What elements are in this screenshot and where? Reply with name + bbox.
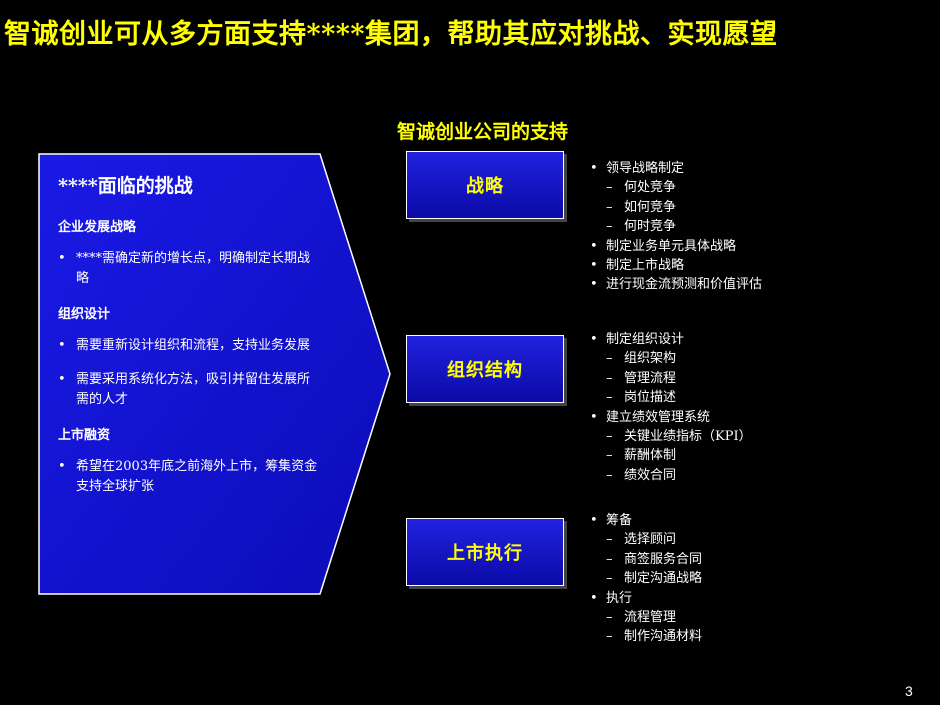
dash-icon: –	[606, 429, 613, 445]
challenge-item-text: 需要重新设计组织和流程，支持业务发展	[76, 338, 311, 353]
dash-icon: –	[606, 448, 613, 464]
support-subitem: –岗位描述	[590, 388, 752, 407]
support-list-organization: •制定组织设计–组织架构–管理流程–岗位描述•建立绩效管理系统–关键业绩指标（K…	[590, 330, 752, 485]
support-item-text: 如何竞争	[624, 199, 677, 215]
support-subitem: –制定沟通战略	[590, 569, 702, 588]
challenge-item-text: ****需确定新的增长点，明确制定长期战略	[76, 251, 311, 286]
bullet-icon: •	[590, 590, 598, 606]
dash-icon: –	[606, 351, 613, 367]
dash-icon: –	[606, 629, 613, 645]
bullet-icon: •	[58, 459, 66, 474]
support-box-strategy: 战略	[406, 151, 564, 219]
challenge-item-text: 希望在2003年底之前海外上市，筹集资金支持全球扩张	[76, 459, 318, 494]
support-subitem: –商签服务合同	[590, 550, 702, 569]
support-item: • 领导战略制定	[590, 159, 762, 178]
bullet-icon: •	[58, 338, 66, 353]
dash-icon: –	[606, 532, 613, 548]
bullet-icon: •	[58, 251, 66, 266]
support-item-text: 组织架构	[624, 351, 677, 367]
dash-icon: –	[606, 551, 613, 567]
support-item-text: 绩效合同	[624, 467, 677, 483]
bullet-icon: •	[58, 372, 66, 387]
challenge-section-heading: 企业发展战略	[58, 220, 137, 235]
support-subitem: –制作沟通材料	[590, 627, 702, 646]
support-box-ipo-execution: 上市执行	[406, 518, 564, 586]
support-subitem: –薪酬体制	[590, 446, 752, 465]
support-item: • 制定组织设计	[590, 330, 752, 349]
slide-title: 智诚创业可从多方面支持****集团，帮助其应对挑战、实现愿望	[4, 19, 778, 50]
bullet-icon: •	[590, 409, 598, 425]
support-subitem: –管理流程	[590, 369, 752, 388]
dash-icon: –	[606, 467, 613, 483]
support-item-text: 制作沟通材料	[624, 629, 703, 645]
support-list-ipo-execution: •筹备–选择顾问–商签服务合同–制定沟通战略•执行–流程管理–制作沟通材料	[590, 511, 702, 647]
bullet-icon: •	[590, 277, 598, 293]
support-item-text: 筹备	[606, 513, 633, 528]
support-box-organization: 组织结构	[406, 335, 564, 403]
challenge-item: • 希望在2003年底之前海外上市，筹集资金支持全球扩张	[58, 457, 321, 497]
challenge-item: • ****需确定新的增长点，明确制定长期战略	[58, 249, 321, 289]
challenge-item-text: 需要采用系统化方法，吸引并留住发展所需的人才	[76, 372, 311, 407]
dash-icon: –	[606, 610, 613, 626]
support-subitem: –绩效合同	[590, 466, 752, 485]
dash-icon: –	[606, 199, 613, 215]
support-item: • 进行现金流预测和价值评估	[590, 275, 762, 294]
support-subitem: –如何竞争	[590, 198, 762, 217]
bullet-icon: •	[590, 332, 598, 347]
dash-icon: –	[606, 180, 613, 196]
support-subitem: –组织架构	[590, 349, 752, 368]
dash-icon: –	[606, 370, 613, 386]
support-item-text: 关键业绩指标（KPI）	[624, 429, 752, 445]
challenge-section-heading: 组织设计	[58, 307, 111, 322]
support-item-text: 何处竞争	[624, 180, 677, 196]
support-subitem: –何时竞争	[590, 217, 762, 236]
support-subitem: –流程管理	[590, 608, 702, 627]
support-item-text: 制定沟通战略	[624, 571, 703, 587]
challenge-panel: ****面临的挑战 企业发展战略 • ****需确定新的增长点，明确制定长期战略…	[38, 153, 392, 595]
support-subitem: –关键业绩指标（KPI）	[590, 427, 752, 446]
challenge-item: • 需要采用系统化方法，吸引并留住发展所需的人才	[58, 370, 321, 410]
challenge-title: ****面临的挑战	[58, 175, 193, 197]
support-subitem: –选择顾问	[590, 530, 702, 549]
support-item-text: 何时竞争	[624, 219, 677, 235]
challenge-section-heading: 上市融资	[58, 428, 111, 443]
support-subitem: –何处竞争	[590, 178, 762, 197]
support-item: • 建立绩效管理系统	[590, 408, 752, 427]
challenge-content: ****面临的挑战 企业发展战略 • ****需确定新的增长点，明确制定长期战略…	[58, 171, 328, 511]
support-item: • 执行	[590, 589, 702, 608]
support-item-text: 流程管理	[624, 610, 677, 626]
support-item-text: 薪酬体制	[624, 448, 677, 464]
dash-icon: –	[606, 390, 613, 406]
support-item-text: 制定上市战略	[606, 258, 685, 274]
chevron-arrow-shape	[38, 153, 391, 595]
bullet-icon: •	[590, 258, 598, 274]
support-item: • 制定上市战略	[590, 256, 762, 275]
challenge-item: • 需要重新设计组织和流程，支持业务发展	[58, 336, 321, 356]
support-item-text: 岗位描述	[624, 390, 677, 406]
dash-icon: –	[606, 571, 613, 587]
dash-icon: –	[606, 219, 613, 235]
support-item-text: 制定组织设计	[606, 332, 685, 347]
support-item-text: 管理流程	[624, 370, 677, 386]
support-item: • 制定业务单元具体战略	[590, 237, 762, 256]
support-item-text: 执行	[606, 590, 633, 606]
bullet-icon: •	[590, 161, 598, 176]
bullet-icon: •	[590, 238, 598, 254]
support-heading: 智诚创业公司的支持	[397, 121, 569, 143]
support-item-text: 商签服务合同	[624, 551, 703, 567]
support-list-strategy: •领导战略制定–何处竞争–如何竞争–何时竞争•制定业务单元具体战略•制定上市战略…	[590, 159, 762, 295]
support-item-text: 进行现金流预测和价值评估	[606, 277, 763, 293]
support-item-text: 领导战略制定	[606, 161, 685, 176]
support-item-text: 选择顾问	[624, 532, 677, 548]
support-item-text: 建立绩效管理系统	[606, 409, 711, 425]
support-item: • 筹备	[590, 511, 702, 530]
bullet-icon: •	[590, 513, 598, 528]
support-item-text: 制定业务单元具体战略	[606, 238, 737, 254]
page-number: 3	[905, 683, 913, 699]
